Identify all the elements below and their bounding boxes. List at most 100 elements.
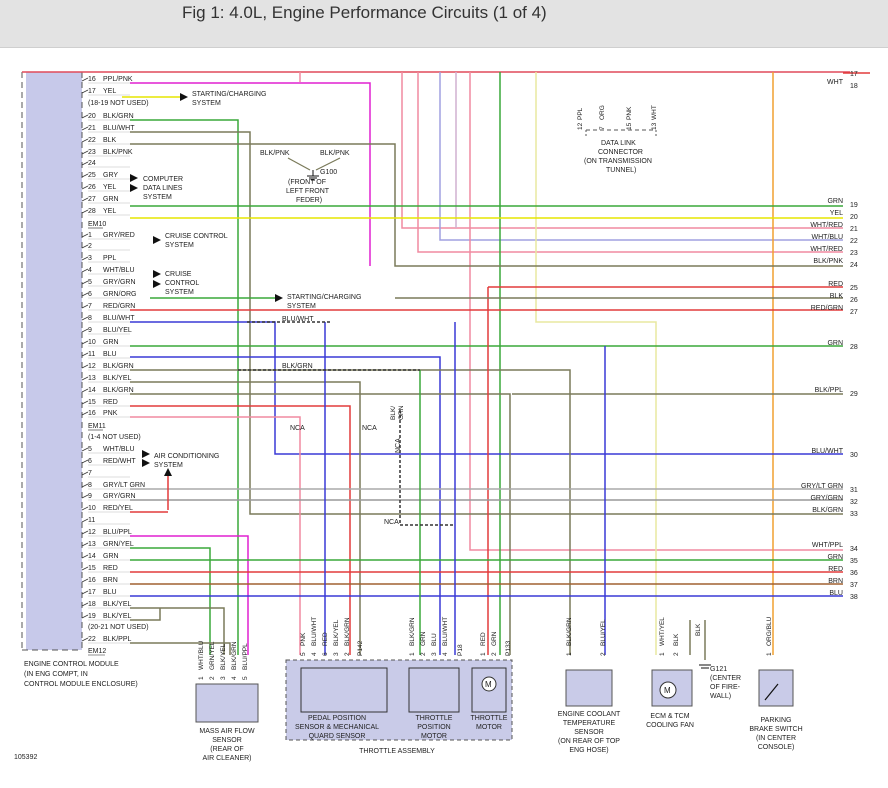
arrow-cruise-2: CRUISE CONTROL SYSTEM: [153, 270, 199, 296]
wire: [130, 119, 239, 655]
pin-number: 4: [88, 267, 92, 274]
wire-number: 31: [850, 487, 858, 494]
ecm-box: [26, 72, 82, 650]
pin-color: BLK: [103, 137, 117, 144]
component-pin-number: 1: [480, 652, 487, 656]
component-pin-number: 4: [231, 676, 238, 680]
g100-wire-left-label: BLK/PNK: [260, 150, 290, 157]
pin-number: 25: [88, 172, 96, 179]
component-label: TEMPERATURE: [563, 720, 616, 727]
wire-number: 20: [850, 214, 858, 221]
component-label: PEDAL POSITION: [308, 715, 366, 722]
wire-color: WHT/BLU: [812, 234, 844, 241]
computer-data-label-3: SYSTEM: [143, 194, 172, 201]
component-pin-number: 4: [311, 652, 318, 656]
pin-color: BLK/PNK: [103, 149, 133, 156]
ecm-pin: (20-21 NOT USED): [88, 624, 149, 631]
cruise-2-label-2: CONTROL: [165, 280, 199, 287]
pin-color: GRY/LT GRN: [103, 482, 145, 489]
pin-number: 15: [88, 399, 96, 406]
component-pin-color: RED: [480, 632, 487, 646]
pin-color: YEL: [103, 208, 116, 215]
pin-number: 9: [88, 327, 92, 334]
pin-color: GRY/GRN: [103, 493, 136, 500]
pin-note: (1-4 NOT USED): [88, 434, 141, 441]
wire: [130, 642, 231, 655]
wire-color: WHT: [827, 79, 844, 86]
pin-color: GRY/GRN: [103, 279, 136, 286]
connector-em10: EM10: [88, 221, 106, 228]
pin-number: 24: [88, 160, 96, 167]
pin-number: 10: [88, 505, 96, 512]
right-wire-labels: 1718WHT19GRN20YEL21WHT/RED22WHT/BLU23WHT…: [801, 71, 858, 601]
component-pin-color: BLK/YEL: [333, 619, 340, 646]
fan-motor-icon: [659, 681, 677, 699]
component-pin-color: BLK/GRN: [566, 617, 573, 646]
pin-note: (20-21 NOT USED): [88, 624, 149, 631]
component-pin-number: 1: [409, 652, 416, 656]
wire-color: BLU: [829, 590, 843, 597]
pin-number: 8: [88, 482, 92, 489]
wire-number: 32: [850, 499, 858, 506]
pin-color: GRN: [103, 196, 119, 203]
pin-color: BLK/PPL: [103, 636, 132, 643]
pin-number: 17: [88, 88, 96, 95]
air-conditioning-label-1: AIR CONDITIONING: [154, 453, 219, 460]
component-label: MASS AIR FLOW: [199, 728, 255, 735]
pin-number: 23: [88, 149, 96, 156]
wire: [130, 535, 249, 655]
wire: [130, 381, 361, 655]
dlc-label-2: CONNECTOR: [598, 149, 643, 156]
starting-charging-2-label-1: STARTING/CHARGING: [287, 294, 361, 301]
component-pin-number: 1: [766, 652, 773, 656]
component-pin-number: 3: [220, 676, 227, 680]
component-label: CONSOLE): [758, 744, 795, 751]
pin-number: 5: [88, 279, 92, 286]
wire-color: WHT/RED: [810, 246, 843, 253]
dlc-pin-1-color: PPL: [577, 107, 584, 120]
wire-color: WHT/RED: [810, 222, 843, 229]
pin-number: 2: [88, 243, 92, 250]
wire: [130, 607, 225, 655]
component-pin-number: 1: [659, 652, 666, 656]
component-label: SENSOR: [574, 729, 604, 736]
component-label: ECM & TCM: [650, 713, 689, 720]
component-label: (ON REAR OF TOP: [558, 738, 620, 745]
ground-g100: BLK/PNK BLK/PNK G100 (FRONT OF LEFT FRON…: [260, 150, 350, 204]
pin-number: 10: [88, 339, 96, 346]
wire-number: 27: [850, 309, 858, 316]
pin-color: BLU: [103, 589, 117, 596]
dlc-pin-4: 13: [651, 122, 658, 130]
component-pin-color: RED: [322, 632, 329, 646]
wire-number: 24: [850, 262, 858, 269]
wire-number: 26: [850, 297, 858, 304]
component-pin-color: BLK/GRN: [344, 617, 351, 646]
cruise-2-label-1: CRUISE: [165, 271, 192, 278]
wire: [130, 416, 301, 655]
arrow-starting-charging-1: STARTING/CHARGING SYSTEM: [122, 91, 266, 107]
wire-color: BLK/PPL: [815, 387, 844, 394]
pin-number: 7: [88, 470, 92, 477]
pin-number: 22: [88, 137, 96, 144]
wire-color: GRN: [827, 554, 843, 561]
pin-color: GRY/RED: [103, 232, 135, 239]
pin-color: BLU/PPL: [103, 529, 132, 536]
component-pin-color: GRN: [491, 631, 498, 646]
ecm-pin: 7: [81, 470, 130, 478]
